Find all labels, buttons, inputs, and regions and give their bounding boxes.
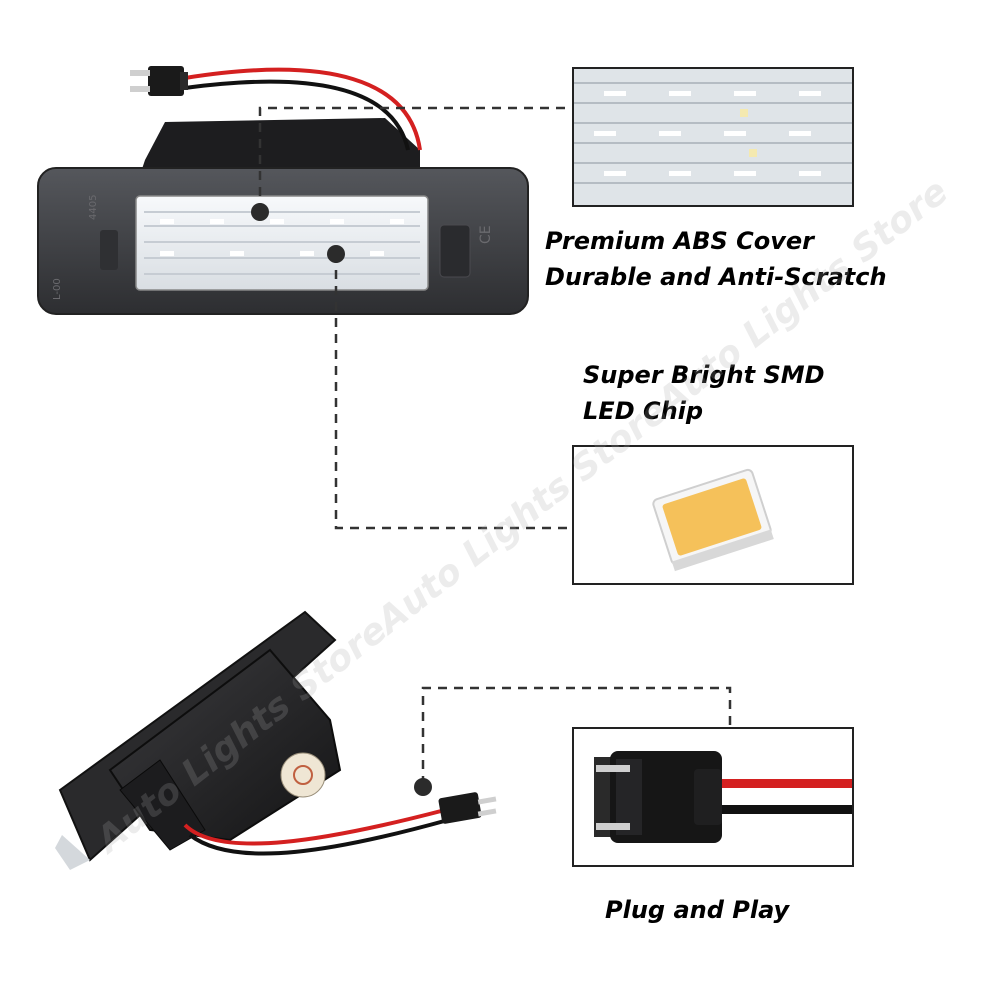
leader-line-led — [334, 254, 572, 530]
pointer-dot-led — [327, 245, 345, 263]
pointer-dot-plug — [414, 778, 432, 796]
inset-abs-cover — [572, 67, 854, 207]
caption-led-chip: Super Bright SMD LED Chip — [583, 357, 825, 429]
inset-plug-connector — [572, 727, 854, 867]
smd-led-chip — [652, 468, 774, 572]
housing-marking-code: 4405 — [88, 195, 99, 220]
caption-led-chip-line1: Super Bright SMD — [583, 361, 825, 389]
caption-abs-cover-line2: Durable and Anti-Scratch — [545, 263, 887, 291]
license-light-rear-view — [55, 610, 497, 870]
housing-marking-left: L-00 — [52, 278, 63, 300]
housing-marking-ce: CE — [478, 225, 494, 244]
rear-wire-connector — [438, 792, 497, 824]
abs-cover-closeup — [574, 69, 852, 205]
caption-plug-and-play-line1: Plug and Play — [605, 896, 790, 924]
pointer-dot-cover — [251, 203, 269, 221]
caption-abs-cover: Premium ABS Cover Durable and Anti-Scrat… — [545, 223, 887, 295]
caption-plug-and-play: Plug and Play — [605, 892, 789, 928]
leader-lines — [258, 106, 732, 785]
rear-label-sticker — [280, 752, 326, 798]
led-rows — [144, 211, 420, 275]
license-light-front-view: L-00 4405 CE — [37, 66, 529, 315]
caption-abs-cover-line1: Premium ABS Cover — [545, 227, 815, 255]
wire-connector — [130, 66, 188, 96]
inset-led-chip — [572, 445, 854, 585]
leader-line-plug — [421, 686, 732, 785]
plug-connector-closeup — [594, 751, 852, 843]
leader-line-cover — [258, 106, 572, 212]
caption-led-chip-line2: LED Chip — [583, 397, 704, 425]
